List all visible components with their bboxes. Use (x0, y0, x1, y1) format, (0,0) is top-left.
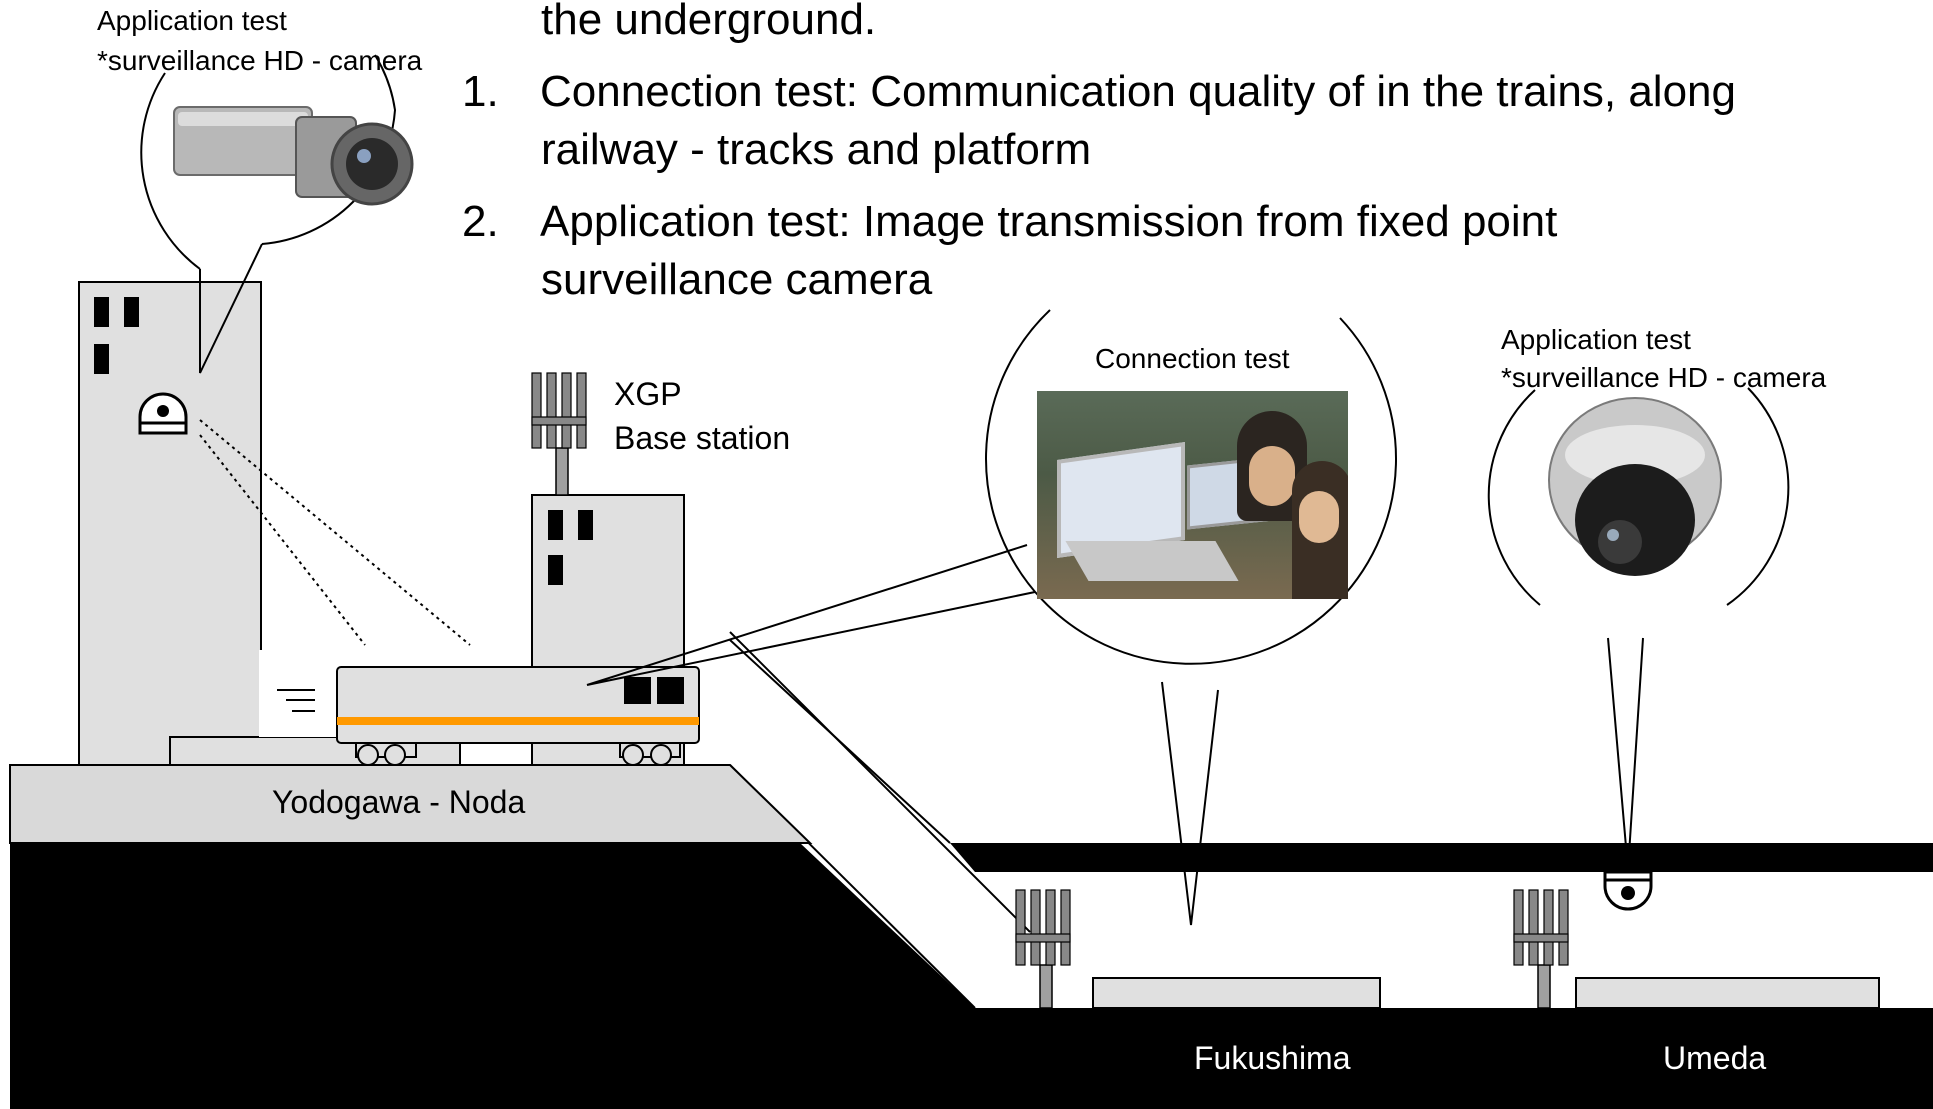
test-item-line1: Application test: Image transmission fro… (540, 197, 1558, 246)
station-fukushima: Fukushima (1194, 1040, 1351, 1076)
callout-connection-bubble (985, 309, 1398, 665)
base-station-label-1: XGP (614, 376, 682, 412)
annex-wall (259, 650, 337, 737)
antenna-mast (555, 447, 569, 496)
callout-right-bubble (1487, 387, 1790, 606)
dome-camera-icon (138, 392, 188, 435)
callout-connection-pointer (586, 544, 1036, 686)
window (124, 297, 139, 327)
umeda-platform (1575, 977, 1880, 1009)
test-item-1-cont: railway - tracks and platform (541, 125, 1092, 174)
tunnel-ceiling (950, 843, 1933, 872)
right-callout-title: Application test (1501, 324, 1691, 355)
intro-text: the underground. (541, 0, 877, 44)
box-camera-icon (173, 106, 414, 206)
test-item-2: 2. Application test: Image transmission f… (462, 194, 1557, 250)
test-item-number: 1. (462, 67, 499, 116)
elevated-ground (9, 764, 813, 844)
connection-callout-label: Connection test (1095, 343, 1290, 374)
antenna-mast (1039, 964, 1053, 1009)
dome-camera-icon (1603, 870, 1653, 911)
window (578, 510, 593, 540)
left-callout-subtitle: *surveillance HD - camera (97, 45, 423, 76)
window (94, 297, 109, 327)
left-building (78, 281, 262, 766)
train (277, 666, 700, 766)
window (548, 555, 563, 585)
test-item-1: 1. Connection test: Communication quality… (462, 64, 1736, 120)
window (94, 344, 109, 374)
connection-test-photo (1037, 391, 1348, 599)
callout-right-tail (1607, 637, 1644, 871)
antenna-icon (1513, 889, 1569, 966)
antenna-mast (1537, 964, 1551, 1009)
fukushima-platform (1092, 977, 1381, 1009)
station-yodogawa-noda: Yodogawa - Noda (272, 784, 526, 820)
left-callout-title: Application test (97, 5, 287, 36)
person-face (1249, 446, 1295, 506)
station-umeda: Umeda (1663, 1040, 1767, 1076)
test-item-number: 2. (462, 197, 499, 246)
laptop-keyboard (1065, 541, 1239, 581)
test-item-line1: Connection test: Communication quality o… (540, 67, 1736, 116)
antenna-icon (531, 372, 587, 449)
camera-view-line (199, 419, 471, 646)
sightline (729, 631, 1031, 933)
right-callout-subtitle: *surveillance HD - camera (1501, 362, 1827, 393)
callout-left-camera (199, 243, 263, 374)
antenna-icon (1015, 889, 1071, 966)
callout-connection-tail (1161, 681, 1219, 926)
camera-view-line (199, 434, 366, 646)
dome-camera-photo (1548, 397, 1722, 576)
person-face (1299, 491, 1339, 543)
window (548, 510, 563, 540)
base-station-label-2: Base station (614, 420, 791, 456)
test-item-2-cont: surveillance camera (541, 255, 933, 304)
underground-mass (10, 843, 1933, 1109)
